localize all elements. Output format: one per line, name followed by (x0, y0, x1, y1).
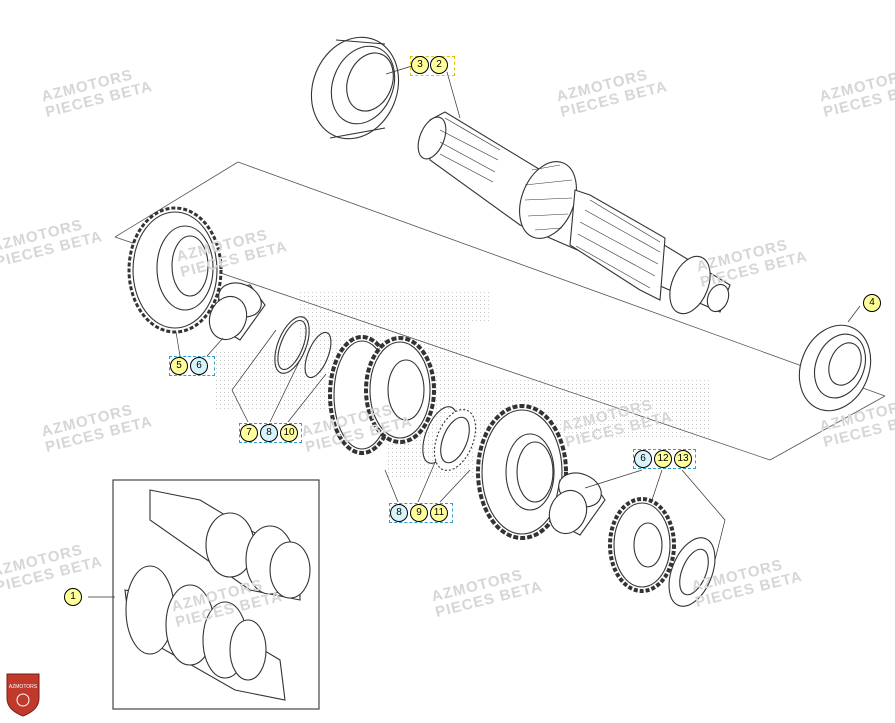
bushing-right (548, 472, 606, 536)
callout-10[interactable]: 10 (280, 424, 298, 442)
shim-washer (668, 537, 716, 607)
callout-12[interactable]: 12 (654, 450, 672, 468)
double-gear-center (328, 335, 436, 455)
bearing-top (310, 36, 400, 140)
assembly-outline (114, 161, 886, 461)
bushing-left (208, 282, 266, 341)
callout-group-6-12-13 (633, 449, 696, 469)
callout-6-left[interactable]: 6 (190, 357, 208, 375)
callout-group-8-9-11 (389, 503, 453, 523)
gear-small (608, 497, 676, 593)
callout-4[interactable]: 4 (863, 294, 881, 312)
leader-lines (88, 65, 861, 598)
callout-11[interactable]: 11 (430, 504, 448, 522)
bearing-right (798, 324, 872, 412)
callout-8-left[interactable]: 8 (260, 424, 278, 442)
gear-large (476, 404, 568, 540)
azmotors-logo: AZMOTORS (6, 673, 40, 717)
callout-3[interactable]: 3 (411, 56, 429, 74)
callout-group-5-6 (169, 356, 215, 376)
callout-9[interactable]: 9 (410, 504, 428, 522)
gear-left (127, 206, 223, 334)
callout-7[interactable]: 7 (240, 424, 258, 442)
callout-13[interactable]: 13 (674, 450, 692, 468)
callout-2[interactable]: 2 (430, 56, 448, 74)
washers-center (422, 406, 477, 471)
callout-group-3-2 (410, 56, 455, 76)
inset-assembly (112, 479, 320, 710)
callout-5[interactable]: 5 (170, 357, 188, 375)
logo-text: AZMOTORS (9, 684, 38, 690)
circlips-left (274, 316, 332, 379)
main-shaft (417, 111, 731, 315)
callout-group-7-8-10 (239, 423, 302, 443)
callout-6-right[interactable]: 6 (634, 450, 652, 468)
callout-8-center[interactable]: 8 (390, 504, 408, 522)
callout-1[interactable]: 1 (64, 588, 82, 606)
